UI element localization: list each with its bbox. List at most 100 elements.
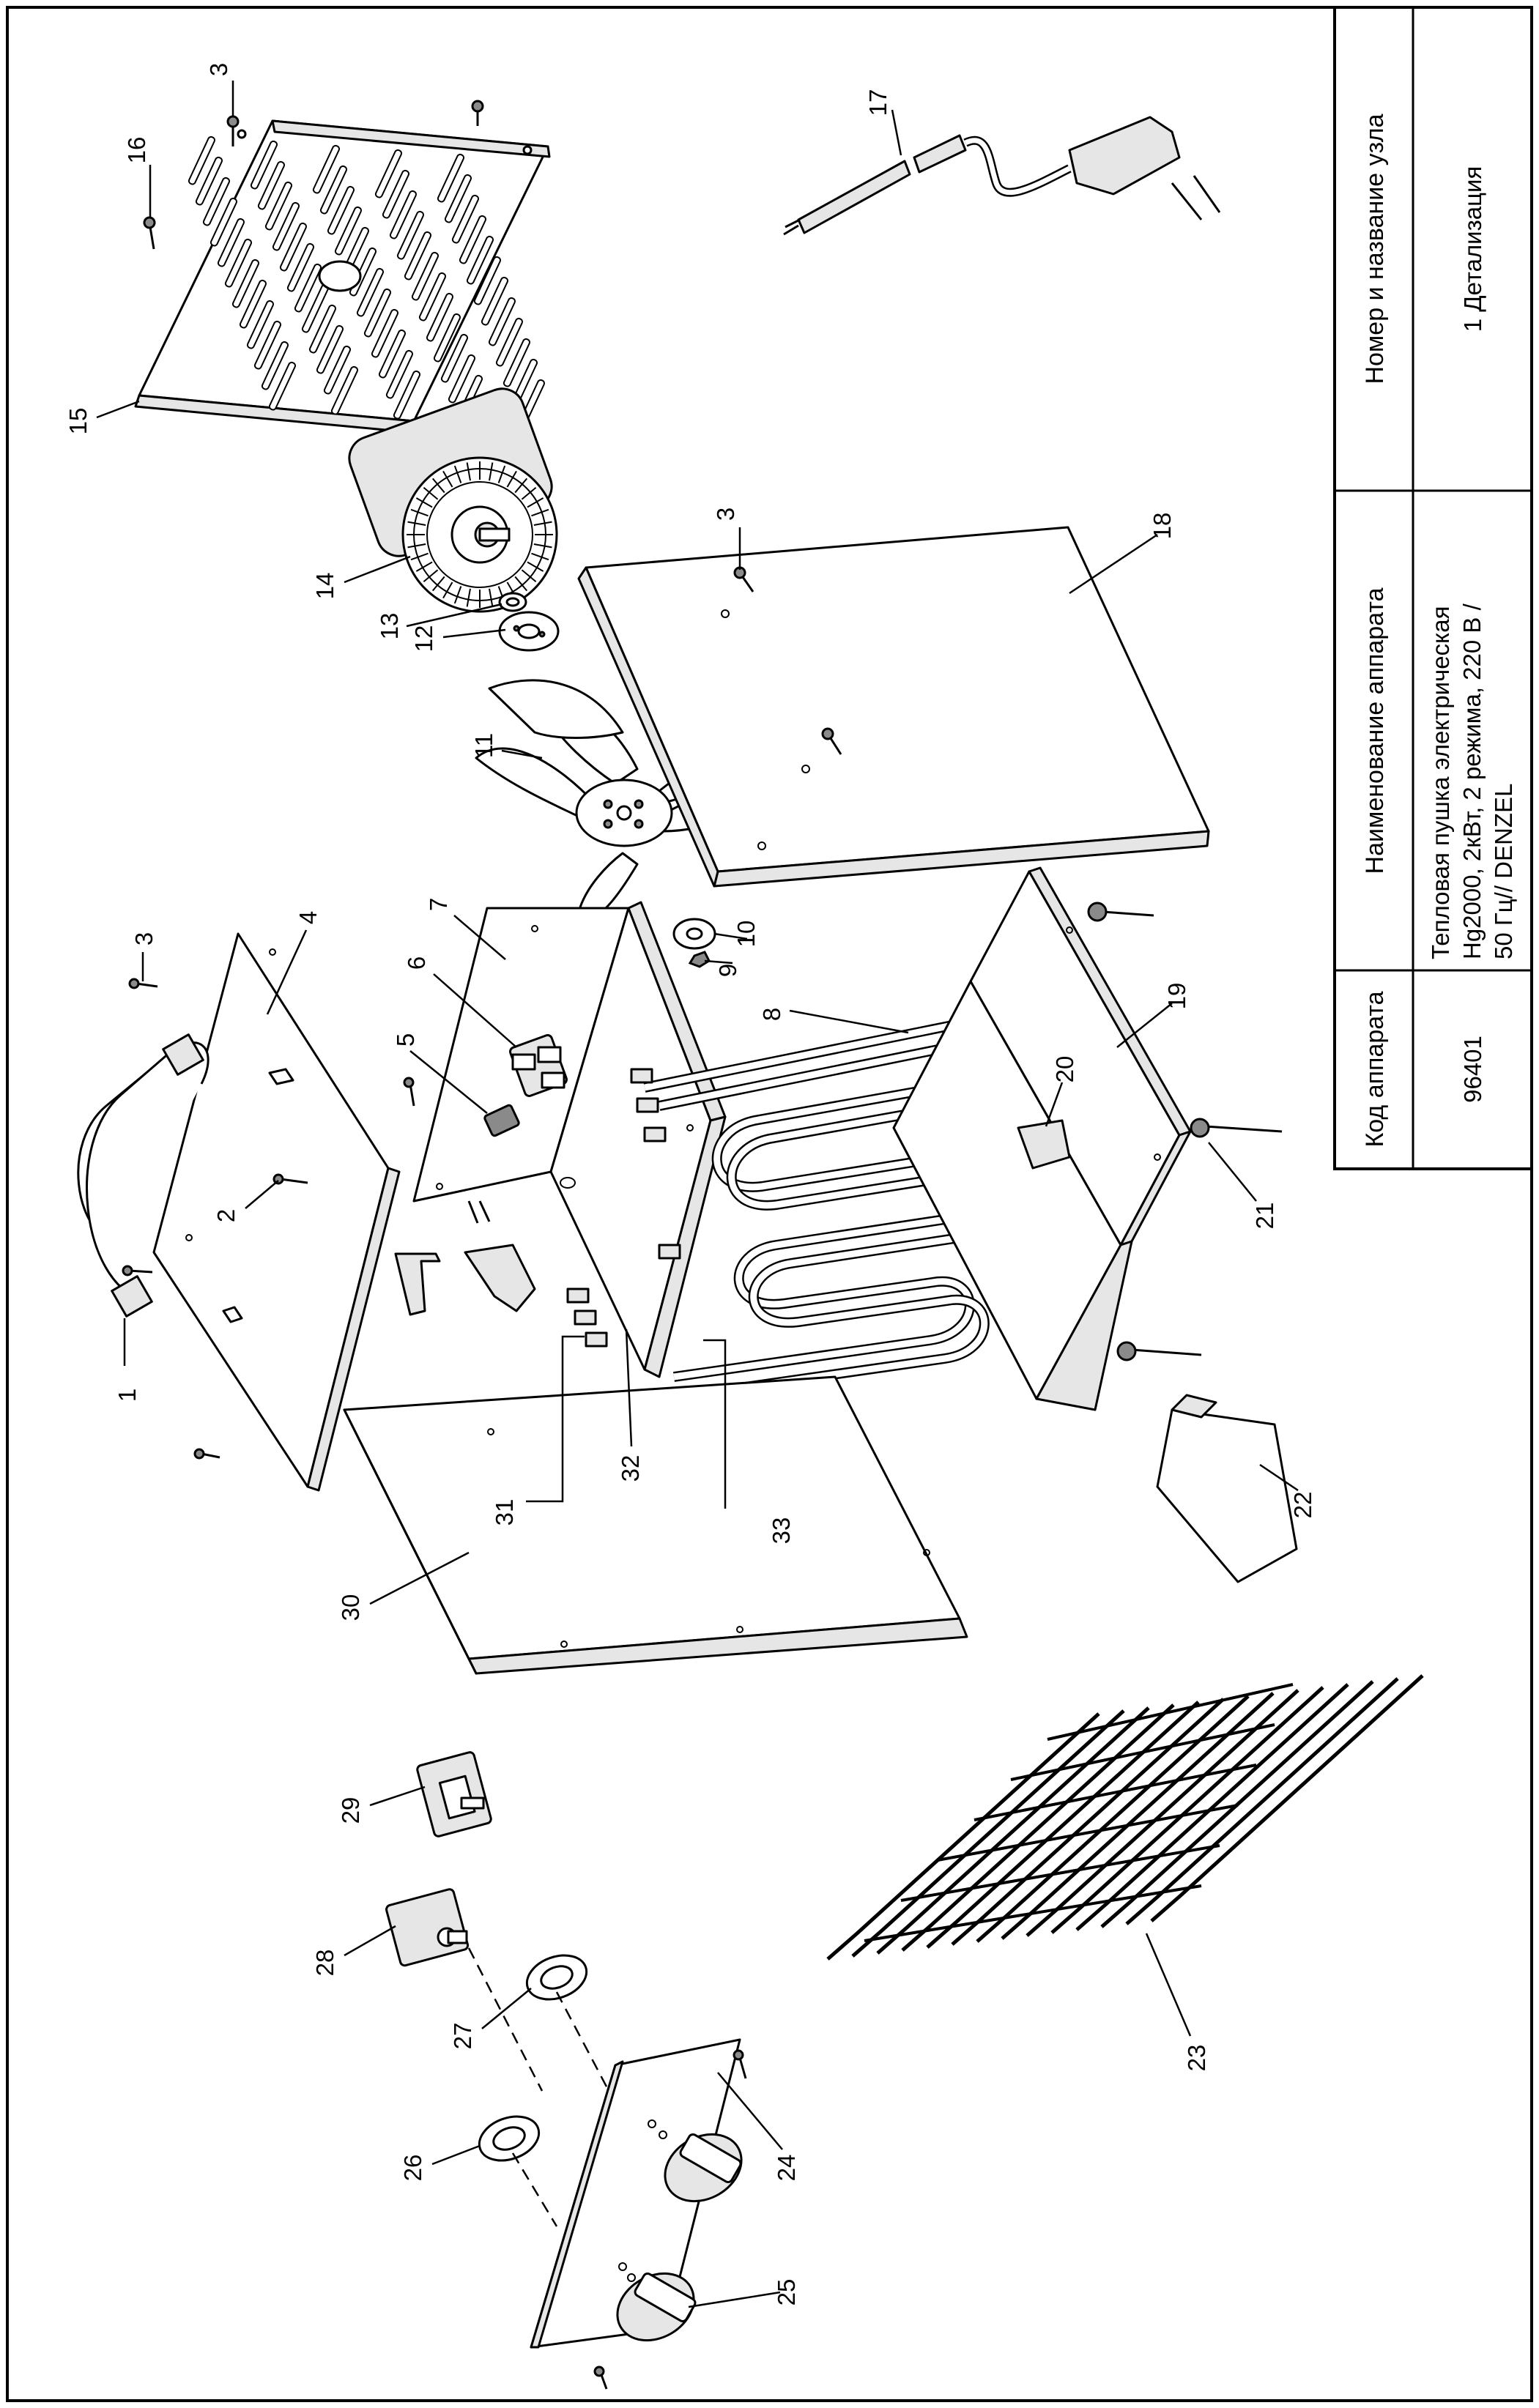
assembly-line — [511, 2152, 558, 2227]
grille-slot — [418, 272, 447, 322]
part-flange-12 — [498, 611, 560, 652]
guard-crossbar — [1047, 1683, 1294, 1741]
callout-2: 2 — [212, 1209, 240, 1222]
motor-fin — [531, 508, 549, 517]
motor-fin — [497, 465, 506, 483]
grille-slot — [246, 300, 275, 349]
callout-18: 18 — [1149, 513, 1176, 540]
motor-fin — [431, 477, 445, 494]
grille-slot — [334, 206, 363, 256]
value-name-line-2: Hg2000, 2кВт, 2 режима, 220 В / — [1458, 603, 1486, 959]
grille-slot — [239, 279, 267, 329]
guard-wire — [851, 1709, 1125, 1958]
grille-slot — [393, 370, 421, 420]
guard-wire — [976, 1695, 1250, 1943]
callout-6: 6 — [403, 956, 430, 970]
grille-slot — [396, 210, 425, 260]
grille-slot — [316, 324, 344, 374]
screw-icon — [593, 2049, 747, 2390]
guard-wire — [876, 1706, 1150, 1955]
grille-slot — [312, 144, 341, 194]
grille-slot — [437, 153, 465, 203]
motor-fin — [442, 470, 453, 488]
grille-slot — [286, 242, 315, 292]
part-handle-1 — [77, 1033, 209, 1318]
guard-wire — [826, 1712, 1100, 1961]
drawing-border — [6, 6, 1533, 2402]
part-side-panel-30 — [343, 1375, 968, 1675]
grille-slot — [371, 308, 399, 358]
callout-26: 26 — [399, 2155, 426, 2182]
grille-slot — [451, 194, 480, 244]
callout-9: 9 — [714, 964, 741, 977]
grille-slot — [374, 149, 403, 198]
part-terminal-block-6 — [509, 1034, 568, 1097]
grille-slot — [444, 174, 472, 223]
assembly-line — [555, 1991, 631, 2132]
callout-4: 4 — [294, 911, 322, 924]
motor-fin — [527, 561, 544, 572]
motor-fin — [489, 588, 494, 607]
motor-fin — [453, 465, 462, 483]
motor-fin — [533, 543, 552, 549]
callout-29: 29 — [337, 1797, 364, 1824]
header-code: Код аппарата — [1361, 991, 1389, 1147]
grille-slot — [382, 169, 410, 219]
callout-5: 5 — [392, 1033, 419, 1047]
guard-crossbar — [937, 1804, 1239, 1862]
callout-11: 11 — [470, 733, 497, 758]
motor-fin — [415, 561, 433, 572]
grille-slot — [224, 238, 253, 288]
part-housing-7 — [412, 901, 727, 1378]
motor-fin — [415, 497, 433, 508]
grille-slot — [363, 288, 392, 338]
callout-10: 10 — [733, 921, 760, 948]
callout-20: 20 — [1051, 1056, 1078, 1083]
motor-fin — [453, 586, 462, 604]
guard-wire — [926, 1701, 1200, 1949]
screw-icon — [122, 978, 308, 1460]
screw-icon — [821, 727, 842, 755]
grille-slot — [257, 160, 286, 210]
grille-slot — [188, 135, 216, 185]
callout-1: 1 — [114, 1389, 141, 1402]
motor-fin — [407, 543, 426, 549]
callout-3-left: 3 — [130, 932, 157, 945]
screw-icon — [403, 1077, 491, 1224]
callout-25: 25 — [773, 2279, 800, 2306]
motor-fin — [514, 576, 528, 592]
motor-fin — [431, 576, 445, 592]
part-switch-5 — [483, 1104, 520, 1137]
callout-22: 22 — [1289, 1492, 1316, 1519]
grille-slot — [323, 345, 352, 395]
motor-fin — [466, 588, 471, 607]
motor-fin — [442, 581, 453, 599]
callout-12: 12 — [410, 625, 437, 653]
grille-slot — [319, 165, 348, 215]
callout-14: 14 — [311, 573, 338, 600]
grille-slot — [385, 349, 414, 399]
part-washer-13 — [498, 592, 527, 612]
motor-fin — [531, 552, 549, 561]
grille-slot — [433, 313, 461, 363]
grille-slot — [264, 181, 293, 231]
guard-wire — [1125, 1677, 1399, 1925]
guard-wire — [1100, 1680, 1374, 1928]
motor-fin — [489, 462, 494, 481]
grille-slot — [389, 190, 418, 239]
value-name-line-1: Тепловая пушка электрическая — [1427, 606, 1454, 959]
guard-wire — [1050, 1686, 1324, 1934]
part-nut-9 — [688, 951, 711, 968]
callout-13: 13 — [376, 613, 403, 640]
callout-16: 16 — [123, 137, 150, 164]
part-knob-ring-26 — [478, 2115, 541, 2162]
value-node: 1 Детализация — [1459, 166, 1486, 332]
value-code: 96401 — [1459, 1036, 1486, 1103]
value-name-line-3: 50 Гц// DENZEL — [1490, 784, 1517, 959]
motor-fin — [514, 477, 528, 494]
grille-slot — [378, 329, 407, 379]
guard-wire — [1075, 1683, 1349, 1931]
motor-fin — [423, 569, 439, 583]
grille-slot — [481, 276, 509, 326]
